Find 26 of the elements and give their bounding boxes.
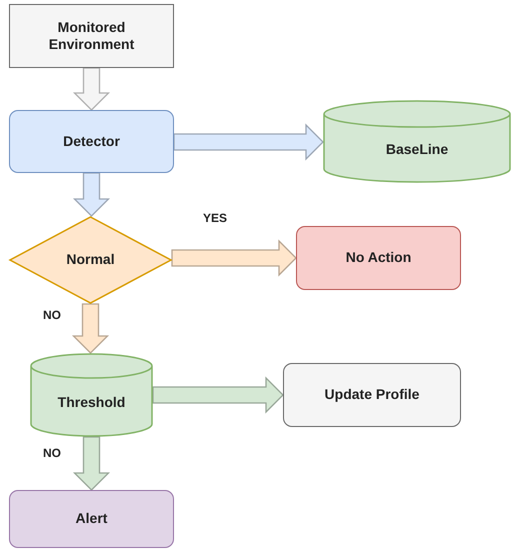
process-box (9, 490, 174, 548)
block-arrow (72, 436, 110, 491)
database-cylinder (323, 100, 511, 183)
node-label: Threshold (56, 393, 126, 412)
node-label: Monitored Environment (48, 18, 136, 54)
database-cylinder (30, 353, 153, 437)
node-label: Normal (65, 251, 116, 269)
edge-label: NO (41, 308, 63, 322)
block-arrow (152, 376, 284, 414)
node-label: Detector (62, 132, 121, 150)
decision-diamond (9, 216, 172, 304)
edge-label: NO (41, 446, 63, 460)
process-box (296, 226, 461, 290)
block-arrow (72, 303, 110, 354)
node-label: No Action (344, 249, 412, 267)
process-box (9, 110, 174, 173)
process-box (9, 4, 174, 68)
block-arrow (171, 239, 297, 277)
edge-label: YES (201, 211, 229, 225)
node-label: Update Profile (324, 386, 420, 404)
block-arrow (72, 172, 110, 217)
block-arrow (72, 67, 110, 111)
node-label: Alert (74, 510, 108, 528)
block-arrow (173, 123, 324, 161)
process-box (283, 363, 461, 427)
node-label: BaseLine (384, 140, 450, 159)
